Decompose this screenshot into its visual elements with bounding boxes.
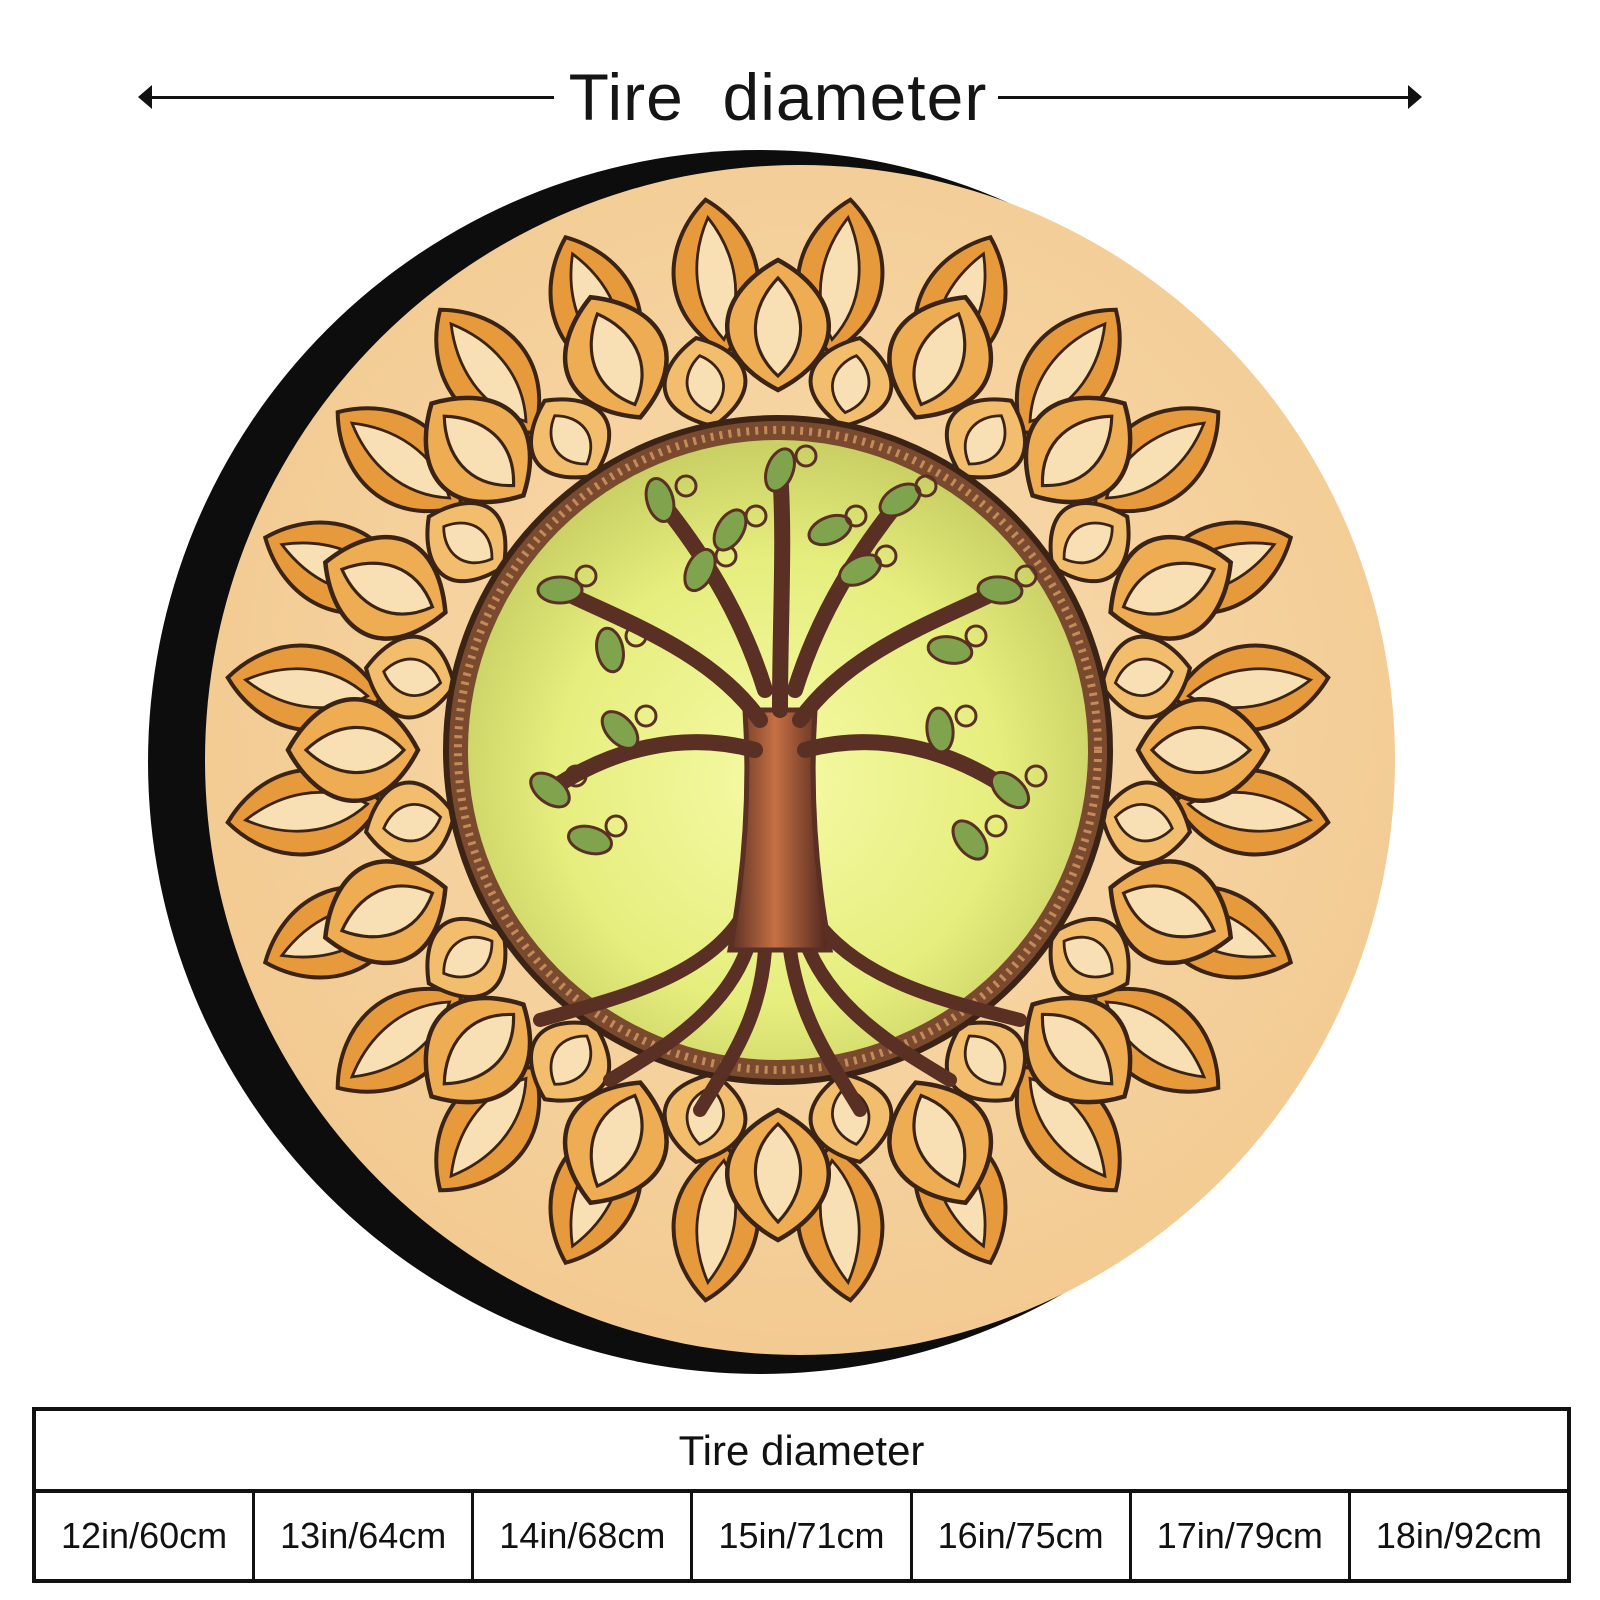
mandala-petal (423, 995, 533, 1105)
branch-curl-icon (604, 814, 628, 838)
leaf-icon (595, 626, 625, 674)
size-option: 12in/60cm (36, 1493, 256, 1579)
mandala-petal (363, 634, 457, 720)
leaf-icon (536, 575, 584, 605)
leaf-icon (989, 770, 1031, 810)
arrow-right-icon (1408, 85, 1422, 109)
leaf-icon (566, 824, 614, 856)
branch-curl-icon (964, 624, 988, 648)
mandala-petal (724, 257, 832, 393)
tree-root (533, 913, 747, 1027)
branch-curl-icon (1024, 764, 1048, 788)
tire-diameter-title: Tire diameter (568, 60, 988, 134)
size-option: 15in/71cm (693, 1493, 913, 1579)
mandala-petal (1023, 395, 1133, 505)
branch-curl-icon (1014, 564, 1038, 588)
mandala-petal (887, 1080, 994, 1206)
leaf-icon (925, 706, 955, 754)
size-option: 13in/64cm (255, 1493, 475, 1579)
mandala-petal (562, 294, 669, 420)
tire-diameter-indicator: Tire diameter (138, 52, 1422, 142)
tree-branch (792, 582, 1008, 728)
branch-curl-icon (794, 444, 818, 468)
tree-root (603, 933, 757, 1087)
dimension-line-right (998, 96, 1412, 99)
mandala-petal (1108, 534, 1234, 641)
leaf-icon (807, 513, 853, 547)
branch-curl-icon (634, 704, 658, 728)
mandala-petal (322, 534, 448, 641)
mandala-petal (887, 294, 994, 420)
mandala-petal (1023, 995, 1133, 1105)
mandala-petal (1099, 780, 1193, 866)
branch-curl-icon (564, 764, 588, 788)
tree-root (693, 943, 772, 1117)
mandala-petal (944, 397, 1027, 480)
size-option: 18in/92cm (1375, 1515, 1542, 1556)
mandala-petal (425, 916, 508, 999)
mandala-middle-petals (285, 257, 1271, 1243)
dimension-line-left (144, 96, 554, 99)
mandala-petal (1108, 859, 1234, 966)
branch-curl-icon (984, 814, 1008, 838)
mandala-inner-petals (363, 335, 1193, 1165)
leaf-icon (529, 771, 571, 809)
tree-branch (552, 582, 768, 728)
medallion-dotted-ring (454, 426, 1102, 1074)
mandala-petal (529, 1020, 612, 1103)
branch-curl-icon (574, 564, 598, 588)
mandala-petal (322, 859, 448, 966)
mandala-petal (1048, 916, 1131, 999)
size-option: 14in/68cm (474, 1493, 694, 1579)
leaf-icon (838, 553, 882, 587)
tire-cover-product-image (140, 150, 1400, 1410)
mandala-petal (724, 1107, 832, 1243)
leaf-icon (600, 710, 640, 750)
tree-of-life-mandala-artwork (148, 150, 1395, 1374)
tree-branch (652, 492, 773, 698)
mandala-petal (662, 335, 748, 429)
mandala-petal (1135, 696, 1271, 804)
size-table-row: 12in/60cm 13in/64cm 14in/68cm 15in/71cm … (36, 1493, 1567, 1579)
tree-branch (542, 734, 763, 798)
mandala-petal (1048, 501, 1131, 584)
leaf-icon (764, 447, 796, 493)
leaf-icon (976, 575, 1024, 605)
leaf-icon (712, 508, 748, 552)
branch-curl-icon (954, 704, 978, 728)
mandala-petal (1099, 634, 1193, 720)
tree-root (798, 933, 957, 1087)
leaf-icon (683, 547, 717, 593)
branch-curl-icon (744, 504, 768, 528)
mandala-petal (363, 780, 457, 866)
mandala-petal (662, 1071, 748, 1165)
tree-root (808, 913, 1027, 1027)
mandala-petal (423, 395, 533, 505)
size-table-header: Tire diameter (36, 1411, 1567, 1493)
mandala-petal (425, 501, 508, 584)
leaf-icon (951, 819, 989, 861)
leaf-icon (878, 482, 922, 518)
branch-curl-icon (844, 504, 868, 528)
tree-branch (797, 734, 1018, 798)
tree-root (783, 943, 867, 1117)
size-option: 16in/75cm (913, 1493, 1132, 1579)
mandala-petal (529, 397, 612, 480)
mandala-petal (808, 335, 894, 429)
branch-curl-icon (624, 624, 648, 648)
branch-curl-icon (674, 474, 698, 498)
size-table: Tire diameter 12in/60cm 13in/64cm 14in/6… (32, 1407, 1571, 1583)
size-option: 17in/79cm (1132, 1493, 1351, 1579)
branch-curl-icon (914, 474, 938, 498)
leaf-icon (926, 635, 974, 665)
mandala-petal (285, 696, 421, 804)
tree-branch (772, 462, 791, 718)
mandala-petal (944, 1020, 1027, 1103)
tree-of-life-icon (529, 444, 1048, 1117)
branch-curl-icon (874, 544, 898, 568)
leaf-icon (644, 477, 676, 523)
mandala-petal (562, 1080, 669, 1206)
